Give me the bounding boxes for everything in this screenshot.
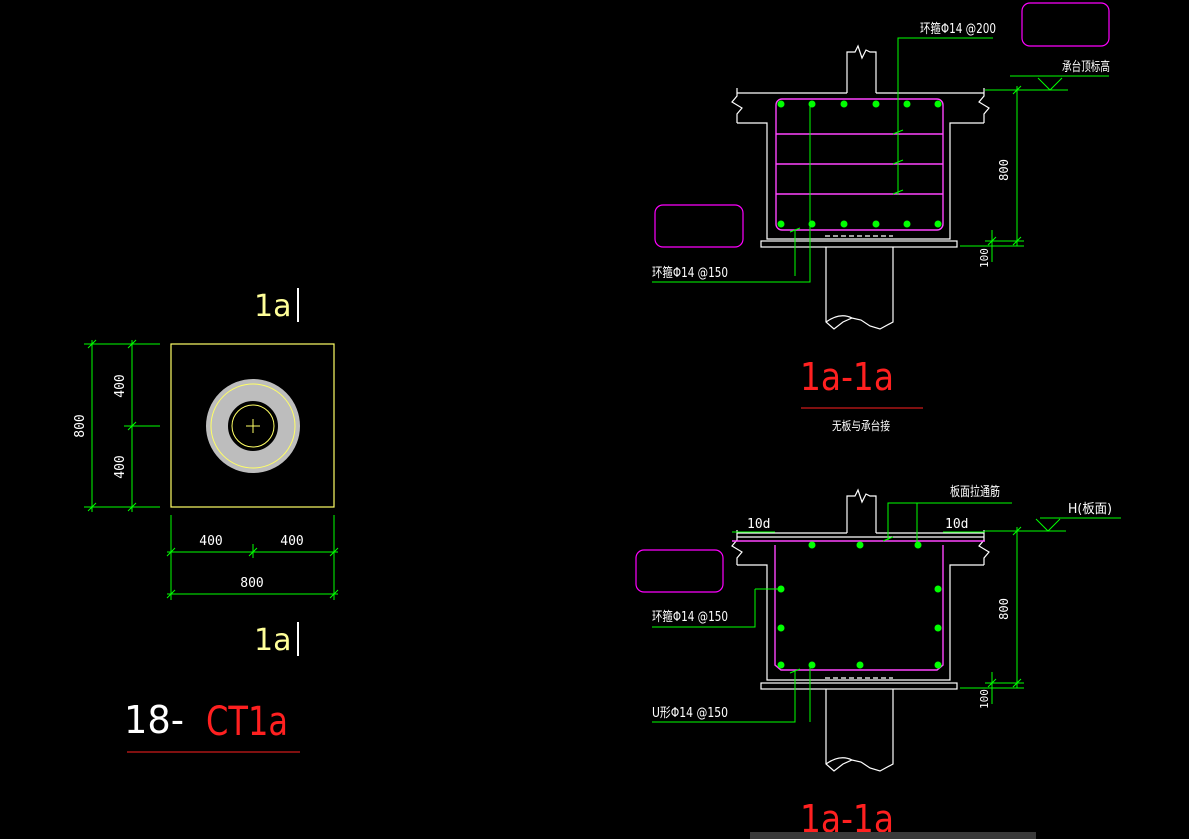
column-stub-top [846,44,877,93]
pile-cap-outline [170,343,335,508]
dim-height-top: 800 [997,159,1011,181]
rebar-dots-bottom [777,541,942,669]
label-u-bar: U形Φ14 @150 [652,706,728,721]
section-marker-top-label: 1a [254,289,291,324]
pile-cap-outline-top [731,88,990,330]
label-slab-bar: 板面拉通筋 [950,484,1000,500]
plan-dim-upper: 400 [113,374,128,397]
empty-tag-box-bottom-left [635,549,724,593]
dim-cushion-top: 100 [978,248,991,268]
plan-dim-left: 400 [199,534,222,549]
section-bottom: 板面拉通筋 H(板面) 10d 10d 环箍Φ14 @150 U形Φ14 @15… [635,484,1121,839]
label-hoop-top-lower: 环箍Φ14 @150 [652,265,728,281]
section-top-subtitle: 无板与承台接 [832,418,890,433]
empty-tag-box-top-right [1021,2,1110,47]
pile-ring [206,379,300,473]
label-anchor-left: 10d [747,517,770,532]
plan-dim-lower: 400 [113,455,128,478]
plan-view: 1a 400 400 800 [73,288,339,753]
leaders-bottom [652,502,1121,723]
plan-dim-right: 400 [280,534,303,549]
plan-vertical-dimensions [84,339,160,512]
u-bar [774,545,944,671]
label-elevation-top: 承台顶标高 [1062,59,1110,75]
plan-dim-total-vertical: 800 [73,414,88,437]
column-stub-bottom [846,488,877,533]
plan-dim-total-horizontal: 800 [240,576,263,591]
leaders-top [652,37,1109,283]
section-top-title: 1a-1a [800,355,894,399]
empty-tag-box-top-left [654,204,744,248]
pile-ring-outer-edge [210,383,296,469]
section-top: 环箍Φ14 @200 承台顶标高 环箍Φ14 @150 800 100 1a-1… [652,2,1110,433]
plan-horizontal-dimensions [166,515,339,600]
label-hoop-top-upper: 环箍Φ14 @200 [920,21,996,37]
rebar-cage-top [775,98,944,231]
dim-cushion-bottom: 100 [978,689,991,709]
status-strip [750,832,1036,839]
pile-cap-outline-bottom [731,530,990,772]
label-anchor-right: 10d [945,517,968,532]
plan-title-name: CT1a [206,699,288,745]
section-marker-bottom-label: 1a [254,623,291,658]
label-elevation-bottom: H(板面) [1068,502,1112,517]
label-hoop-bottom: 环箍Φ14 @150 [652,609,728,625]
dim-height-bottom: 800 [997,598,1011,620]
plan-title-prefix: 18- [124,698,184,742]
